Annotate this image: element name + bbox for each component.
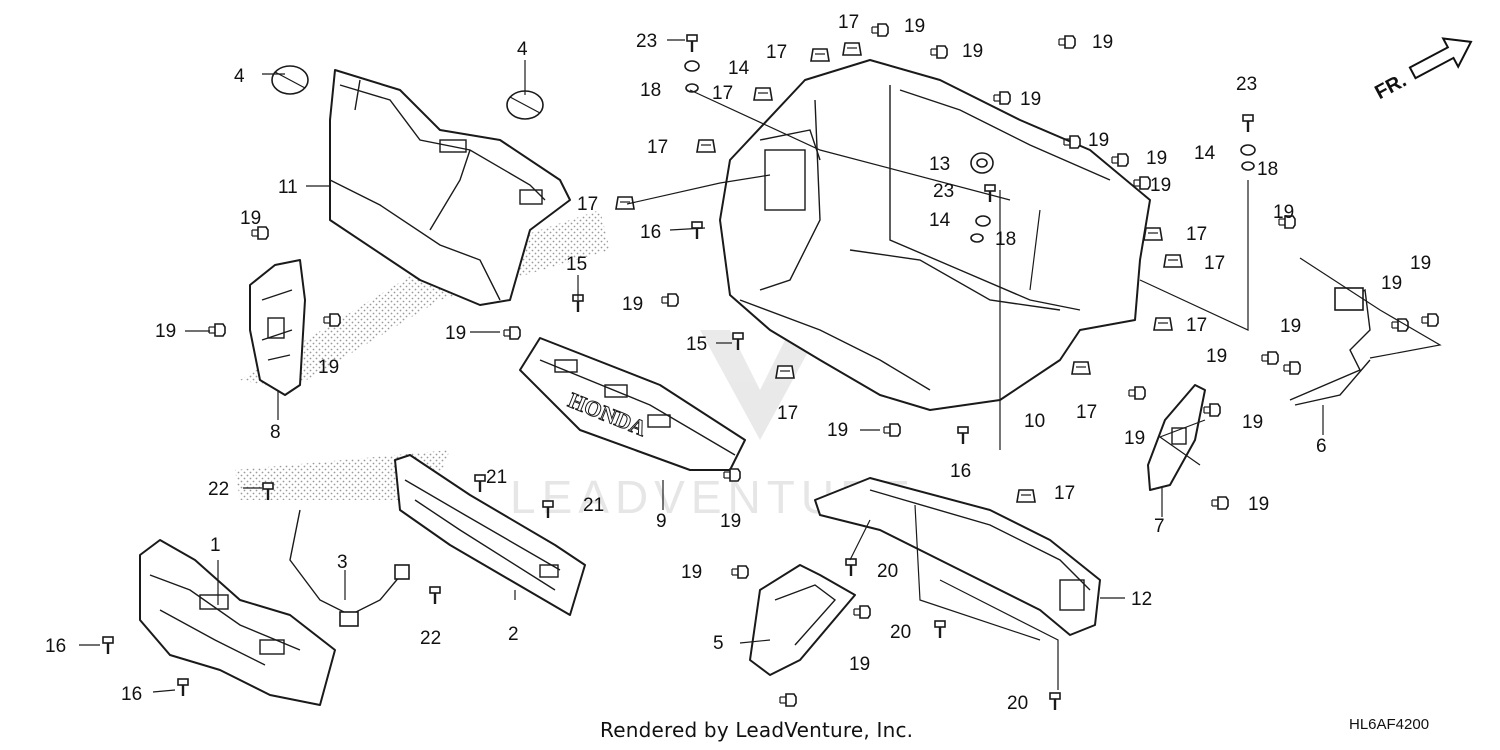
callout-4: 4 bbox=[517, 39, 528, 60]
callout-19: 19 bbox=[1146, 148, 1167, 169]
callout-19: 19 bbox=[1248, 494, 1269, 515]
callout-23: 23 bbox=[933, 181, 954, 202]
callout-19: 19 bbox=[681, 562, 702, 583]
callout-19: 19 bbox=[904, 16, 925, 37]
part-4-fastener-right bbox=[506, 90, 544, 120]
callout-10: 10 bbox=[1024, 411, 1045, 432]
callout-19: 19 bbox=[240, 208, 261, 229]
callout-17: 17 bbox=[1186, 315, 1207, 336]
part-6-wire-stay bbox=[1289, 287, 1371, 406]
part-7-right-bracket bbox=[1147, 384, 1206, 491]
callout-5: 5 bbox=[713, 633, 724, 654]
callout-19: 19 bbox=[827, 420, 848, 441]
arrow-icon bbox=[1408, 37, 1473, 80]
callout-17: 17 bbox=[1076, 402, 1097, 423]
callout-8: 8 bbox=[270, 422, 281, 443]
callout-22: 22 bbox=[208, 479, 229, 500]
callout-17: 17 bbox=[766, 42, 787, 63]
callout-19: 19 bbox=[1088, 130, 1109, 151]
callout-17: 17 bbox=[838, 12, 859, 33]
callout-23: 23 bbox=[636, 31, 657, 52]
callout-21: 21 bbox=[583, 495, 604, 516]
part-9-honda-panel: HONDA bbox=[519, 337, 746, 471]
callout-19: 19 bbox=[1273, 202, 1294, 223]
callout-16: 16 bbox=[45, 636, 66, 657]
footer-credit: Rendered by LeadVenture, Inc. bbox=[600, 718, 914, 742]
callout-14: 14 bbox=[728, 58, 750, 79]
part-8-left-bracket bbox=[249, 259, 306, 396]
front-direction-arrow: FR. bbox=[1371, 37, 1473, 104]
callout-19: 19 bbox=[720, 511, 741, 532]
part-11-front-cover bbox=[329, 69, 571, 306]
callout-19: 19 bbox=[318, 357, 339, 378]
callout-6: 6 bbox=[1316, 436, 1327, 457]
callout-20: 20 bbox=[1007, 693, 1028, 714]
callout-17: 17 bbox=[647, 137, 668, 158]
callout-19: 19 bbox=[445, 323, 466, 344]
callout-labels: 4 4 11 19 19 19 8 19 22 22 1 16 16 3 21 … bbox=[45, 12, 1431, 714]
callout-16: 16 bbox=[950, 461, 971, 482]
callout-19: 19 bbox=[1280, 316, 1301, 337]
callout-14: 14 bbox=[1194, 143, 1216, 164]
callout-19: 19 bbox=[1020, 89, 1041, 110]
callout-18: 18 bbox=[1257, 159, 1278, 180]
leader-lines bbox=[79, 39, 1442, 693]
callout-17: 17 bbox=[1054, 483, 1075, 504]
callout-13: 13 bbox=[929, 154, 950, 175]
callout-19: 19 bbox=[1206, 346, 1227, 367]
callout-19: 19 bbox=[1410, 253, 1431, 274]
callout-23: 23 bbox=[1236, 74, 1257, 95]
callout-20: 20 bbox=[890, 622, 911, 643]
part-12-right-lower-panel bbox=[814, 477, 1101, 636]
callout-19: 19 bbox=[1150, 175, 1171, 196]
callout-17: 17 bbox=[712, 83, 733, 104]
part-5-lower-bracket bbox=[749, 564, 856, 676]
callout-19: 19 bbox=[1381, 273, 1402, 294]
part-2-lower-front-panel bbox=[394, 454, 586, 616]
part-3-bracket bbox=[289, 509, 410, 627]
callout-21: 21 bbox=[486, 467, 507, 488]
callout-15: 15 bbox=[686, 334, 707, 355]
callout-20: 20 bbox=[877, 561, 898, 582]
part-10-main-tub bbox=[719, 59, 1151, 411]
callout-16: 16 bbox=[121, 684, 142, 705]
callout-9: 9 bbox=[656, 511, 667, 532]
callout-14: 14 bbox=[929, 210, 951, 231]
callout-15: 15 bbox=[566, 254, 587, 275]
callout-19: 19 bbox=[622, 294, 643, 315]
diagram-code: HL6AF4200 bbox=[1349, 716, 1430, 733]
part-1-front-guard bbox=[139, 539, 336, 706]
part-4-fastener-left bbox=[271, 65, 309, 95]
callout-11: 11 bbox=[278, 177, 298, 198]
callout-19: 19 bbox=[849, 654, 870, 675]
callout-2: 2 bbox=[508, 624, 519, 645]
callout-19: 19 bbox=[1242, 412, 1263, 433]
callout-17: 17 bbox=[1204, 253, 1225, 274]
callout-12: 12 bbox=[1131, 589, 1152, 610]
callout-3: 3 bbox=[337, 552, 348, 573]
callout-17: 17 bbox=[1186, 224, 1207, 245]
callout-19: 19 bbox=[962, 41, 983, 62]
callout-19: 19 bbox=[1092, 32, 1113, 53]
callout-18: 18 bbox=[640, 80, 661, 101]
washers-grommets bbox=[684, 60, 1256, 243]
callout-22: 22 bbox=[420, 628, 441, 649]
callout-7: 7 bbox=[1154, 516, 1165, 537]
callout-18: 18 bbox=[995, 229, 1016, 250]
front-label: FR. bbox=[1371, 69, 1410, 104]
callout-17: 17 bbox=[577, 194, 598, 215]
callout-19: 19 bbox=[1124, 428, 1145, 449]
callout-16: 16 bbox=[640, 222, 661, 243]
callout-19: 19 bbox=[155, 321, 176, 342]
callout-17: 17 bbox=[777, 403, 798, 424]
callout-1: 1 bbox=[210, 535, 221, 556]
callout-4: 4 bbox=[234, 66, 245, 87]
